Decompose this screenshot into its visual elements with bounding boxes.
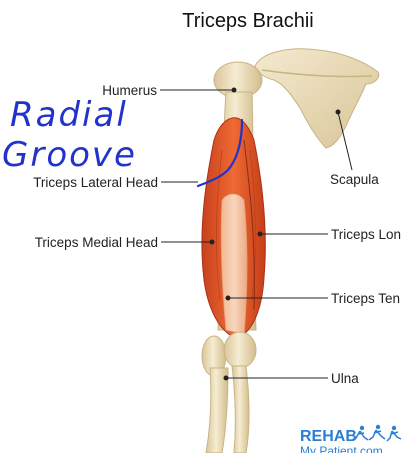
annotation-groove: Groove (2, 135, 137, 175)
running-figures-icon (351, 424, 402, 442)
annotation-radial: Radial (10, 95, 128, 135)
muscle-fiber-line (243, 139, 255, 311)
scapula-bone (254, 48, 380, 149)
logo-subtext: My Patient.com (300, 444, 383, 453)
leader-lines (160, 87, 353, 381)
leader-humerus-dot (231, 87, 237, 93)
label-scapula: Scapula (330, 172, 379, 187)
label-triceps-medial-head: Triceps Medial Head (35, 235, 158, 250)
leader-scapula (337, 111, 353, 171)
rehab-logo: REHAB My Patient.com (300, 424, 402, 453)
radius-bone (231, 365, 250, 453)
muscle-fiber-line (249, 149, 257, 301)
humerus-condyle (223, 331, 257, 369)
leader-ulna-dot (223, 375, 229, 381)
ulna-bone (205, 367, 229, 453)
label-humerus: Humerus (102, 83, 157, 98)
leader-medial-dot (209, 239, 215, 245)
label-triceps-lateral-head: Triceps Lateral Head (33, 175, 158, 190)
diagram-title: Triceps Brachii (182, 10, 314, 32)
scapula-spine (261, 69, 373, 78)
radial-groove-annotation-curve (196, 118, 244, 188)
logo-name: REHAB (300, 428, 357, 445)
leader-long-dot (257, 231, 263, 237)
label-triceps-tendon: Triceps Ten (331, 291, 400, 306)
label-triceps-long-head: Triceps Lon (331, 227, 401, 242)
leader-tendon-dot (225, 295, 231, 301)
label-ulna: Ulna (331, 371, 359, 386)
muscle-fiber-line (215, 149, 223, 301)
triceps-tendon (220, 193, 248, 335)
leader-scapula-dot (335, 109, 341, 115)
